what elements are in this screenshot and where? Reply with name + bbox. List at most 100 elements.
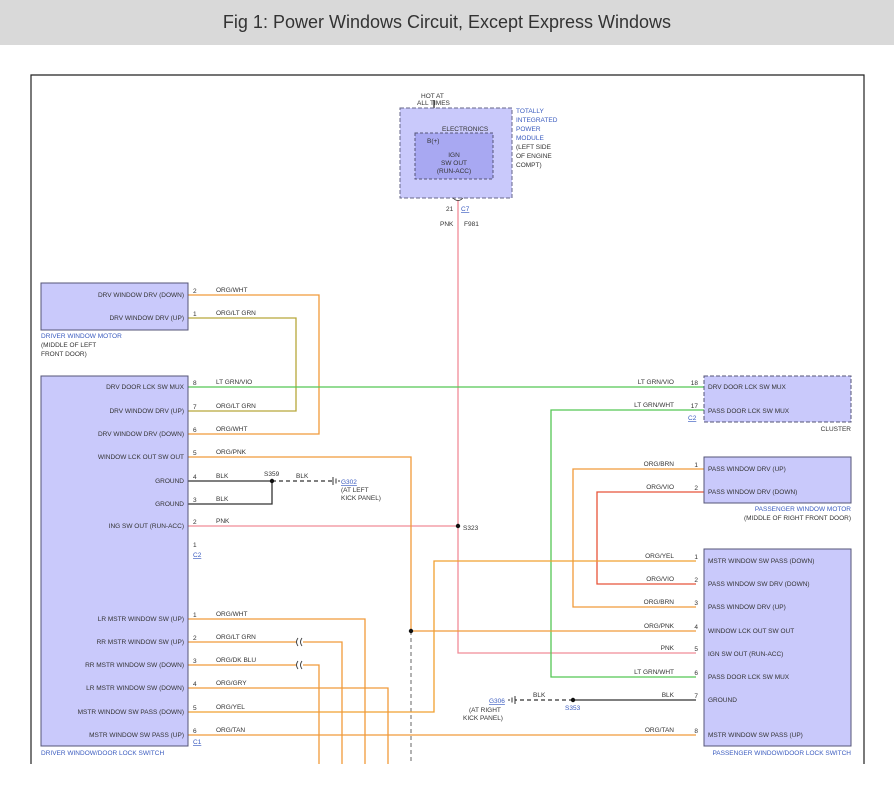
pass-motor-pin-num-2: 2 [694, 485, 698, 492]
tipm-location-3: COMPT) [516, 162, 542, 169]
driver-motor-wire-org-lt-grn: ORG/LT GRN [216, 310, 256, 317]
driver-switch-c1-pin-num-6: 6 [193, 728, 197, 735]
pass-switch-wire-1: ORG/YEL [645, 553, 674, 560]
inline-connectors [296, 637, 303, 670]
pass-switch-pin-label-1: MSTR WINDOW SW PASS (DOWN) [708, 558, 814, 565]
ground-g306-location-1: (AT RIGHT [469, 707, 501, 714]
pass-switch-wire-5: PNK [661, 645, 675, 652]
driver-motor-pin-num-2: 2 [193, 288, 197, 295]
tipm-hot-label-2: ALL TIMES [417, 100, 451, 107]
tipm-pin-number: 21 [446, 206, 454, 213]
splice-s353-wire: BLK [533, 692, 546, 699]
driver-switch-pin-num-1: 1 [193, 542, 197, 549]
pass-switch-pin-label-3: PASS WINDOW DRV (UP) [708, 604, 786, 611]
driver-switch-wire-6: ORG/WHT [216, 426, 247, 433]
tipm-ign-label-2: SW OUT [441, 160, 467, 167]
driver-motor-pin-num-1: 1 [193, 311, 197, 318]
driver-switch-c1-wire-1: ORG/WHT [216, 611, 247, 618]
pass-motor-wire-org-brn: ORG/BRN [644, 461, 675, 468]
figure-title-bar: Fig 1: Power Windows Circuit, Except Exp… [0, 0, 894, 45]
pass-switch-wire-3: ORG/BRN [644, 599, 675, 606]
pass-motor-pin-label-down: PASS WINDOW DRV (DOWN) [708, 489, 797, 496]
splice-s353-label: S353 [565, 705, 581, 712]
driver-motor-wire-org-wht: ORG/WHT [216, 287, 247, 294]
pass-switch-pin-num-8: 8 [694, 728, 698, 735]
driver-window-motor [40, 282, 189, 331]
pass-switch-pin-label-8: MSTR WINDOW SW PASS (UP) [708, 732, 803, 739]
driver-switch-pin-num-5: 5 [193, 450, 197, 457]
splice-s359 [269, 478, 275, 484]
pass-switch-wire-4: ORG/PNK [644, 623, 675, 630]
splice-s323 [455, 523, 461, 529]
pass-switch-pin-label-6: PASS DOOR LCK SW MUX [708, 674, 790, 681]
tipm-electronics-box [414, 132, 494, 180]
lt-grn-wht-wire [550, 409, 704, 678]
ground-g306-location-2: KICK PANEL) [463, 715, 503, 722]
driver-switch-pin-label-2: ING SW OUT (RUN-ACC) [109, 523, 184, 530]
tipm-ign-label-3: (RUN-ACC) [437, 168, 471, 175]
driver-switch-pin-num-7: 7 [193, 404, 197, 411]
pass-switch-wire-6: LT GRN/WHT [634, 669, 674, 676]
driver-switch-wire-4: BLK [216, 473, 229, 480]
driver-motor-pin-label-up: DRV WINDOW DRV (UP) [109, 315, 184, 322]
org-pnk-wire [188, 456, 696, 632]
ground-g306-icon [508, 696, 516, 704]
driver-switch-c1-pin-label-2: RR MSTR WINDOW SW (UP) [97, 639, 184, 646]
splice-s323-label: S323 [463, 525, 479, 532]
driver-switch-pin-label-4: GROUND [155, 478, 184, 485]
inline-connector-rr-down-b [300, 660, 303, 670]
pass-switch-pin-num-3: 3 [694, 600, 698, 607]
cluster-pin-label-18: DRV DOOR LCK SW MUX [708, 384, 787, 391]
inline-connector-rr-up-b [300, 637, 303, 647]
ground-g302-label[interactable]: G302 [341, 479, 357, 486]
driver-switch-c1-pin-label-5: MSTR WINDOW SW PASS (DOWN) [78, 709, 184, 716]
tipm-location-1: (LEFT SIDE [516, 144, 552, 151]
tipm-electronics-label: ELECTRONICS [442, 126, 489, 133]
splice-window-lockout [408, 628, 414, 634]
diagram-frame [30, 74, 865, 764]
tipm-name-2: INTEGRATED [516, 117, 558, 124]
pass-motor-pin-num-1: 1 [694, 462, 698, 469]
driver-switch-c1-pin-num-1: 1 [193, 612, 197, 619]
driver-switch-connector-c2[interactable]: C2 [193, 552, 202, 559]
driver-switch-c1-pin-num-2: 2 [193, 635, 197, 642]
driver-switch-wire-3: BLK [216, 496, 229, 503]
tipm-wire-color: PNK [440, 221, 454, 228]
driver-switch-c1-pin-label-3: RR MSTR WINDOW SW (DOWN) [85, 662, 184, 669]
ground-g306-label[interactable]: G306 [489, 698, 505, 705]
passenger-window-door-lock-switch [703, 548, 852, 747]
pass-motor-name: PASSENGER WINDOW MOTOR [755, 506, 851, 513]
cluster-connector-c2[interactable]: C2 [688, 415, 697, 422]
driver-switch-c1-wire-4: ORG/GRY [216, 680, 247, 687]
splice-s353 [570, 697, 576, 703]
ground-g302-location-1: (AT LEFT [341, 487, 369, 494]
org-brn-wire [572, 468, 704, 608]
cluster-pin-num-17: 17 [691, 403, 699, 410]
tipm-connector-c7[interactable]: C7 [461, 206, 470, 213]
driver-window-door-lock-switch [40, 375, 189, 747]
cluster-wire-17: LT GRN/WHT [634, 402, 674, 409]
ground-g302-location-2: KICK PANEL) [341, 495, 381, 502]
pass-switch-wire-2: ORG/VIO [646, 576, 674, 583]
pass-switch-wire-7: BLK [662, 692, 675, 699]
cluster-pin-label-17: PASS DOOR LCK SW MUX [708, 408, 790, 415]
cluster [703, 375, 852, 423]
tipm-ign-label-1: IGN [448, 152, 460, 159]
driver-switch-connector-c1[interactable]: C1 [193, 739, 202, 746]
pass-switch-pin-label-5: IGN SW OUT (RUN-ACC) [708, 651, 783, 658]
org-vio-wire [596, 491, 704, 585]
pass-motor-pin-label-up: PASS WINDOW DRV (UP) [708, 466, 786, 473]
driver-switch-pin-num-8: 8 [193, 380, 197, 387]
tipm-name-3: POWER [516, 126, 541, 133]
inline-connector-rr-down-a [296, 660, 299, 670]
tipm-location-2: OF ENGINE [516, 153, 552, 160]
pass-motor-location: (MIDDLE OF RIGHT FRONT DOOR) [744, 515, 851, 522]
rr-up-wire-b [303, 641, 343, 764]
driver-switch-c1-pin-label-1: LR MSTR WINDOW SW (UP) [98, 616, 184, 623]
pnk-f981-wire [457, 200, 696, 654]
driver-switch-pin-num-6: 6 [193, 427, 197, 434]
passenger-window-motor [703, 456, 852, 504]
lr-up-wire [188, 618, 366, 764]
tipm-wire-circuit: F981 [464, 221, 479, 228]
